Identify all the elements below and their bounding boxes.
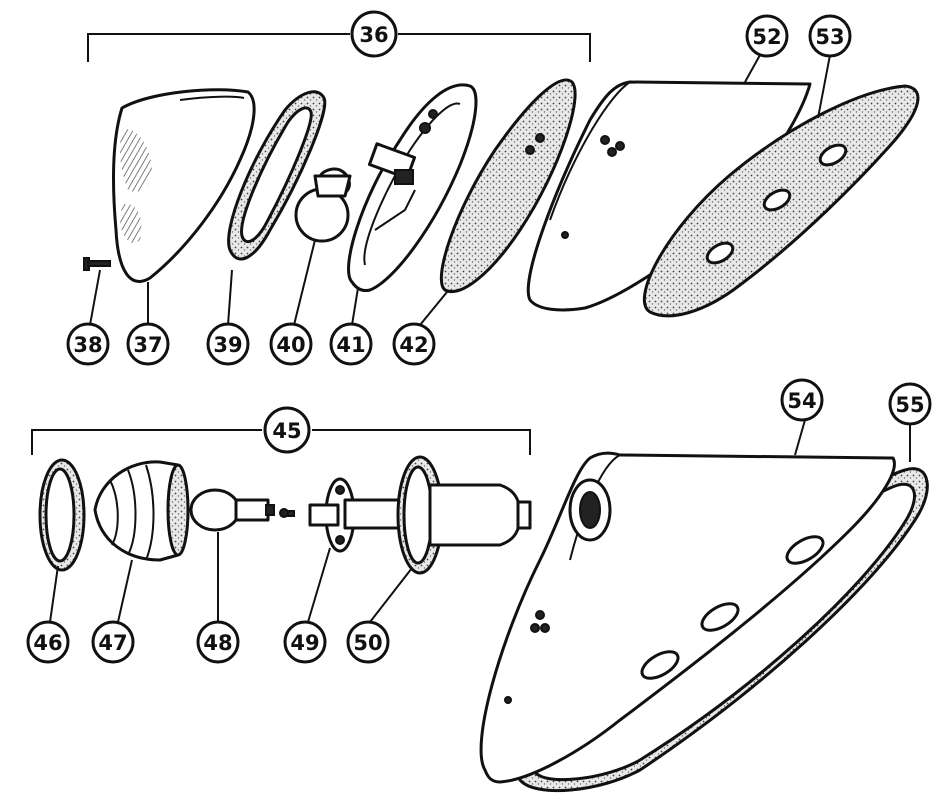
callout-label-54: 54	[787, 389, 816, 413]
callout-label-47: 47	[98, 631, 127, 655]
callout-label-42: 42	[399, 333, 428, 357]
callout-45: 45	[263, 406, 311, 454]
gasket-part-39	[227, 90, 327, 261]
callout-label-53: 53	[815, 25, 844, 49]
lamp-base-part-41	[347, 83, 478, 292]
callout-38: 38	[66, 322, 110, 366]
callout-55: 55	[888, 382, 932, 426]
callout-50: 50	[346, 620, 390, 664]
callout-label-36: 36	[359, 23, 388, 47]
housing-part-52	[526, 80, 812, 312]
plinth-part-54	[479, 451, 896, 784]
callout-label-39: 39	[213, 333, 242, 357]
bulb-part-40	[294, 167, 352, 243]
callout-54: 54	[780, 378, 824, 422]
ring-part-46	[38, 458, 86, 572]
holder-part-49	[279, 477, 356, 553]
back-gasket-part-42	[439, 78, 577, 293]
callout-label-41: 41	[336, 333, 365, 357]
lens-part-47	[93, 460, 190, 562]
callout-label-48: 48	[203, 631, 232, 655]
callout-label-52: 52	[752, 25, 781, 49]
callout-48: 48	[196, 620, 240, 664]
callout-37: 37	[126, 322, 170, 366]
socket-part-50	[343, 455, 532, 575]
plinth-gasket-part-53	[642, 84, 920, 318]
group-bracket-36	[87, 33, 591, 62]
callout-39: 39	[206, 322, 250, 366]
callout-47: 47	[91, 620, 135, 664]
callout-36: 36	[350, 10, 398, 58]
callout-label-37: 37	[133, 333, 162, 357]
callout-49: 49	[283, 620, 327, 664]
callout-40: 40	[269, 322, 313, 366]
callout-53: 53	[808, 14, 852, 58]
screw-part-38	[83, 257, 111, 271]
callout-41: 41	[329, 322, 373, 366]
lens-cover-part-37	[112, 88, 256, 283]
callout-52: 52	[745, 14, 789, 58]
bulb-part-48	[189, 488, 275, 532]
callout-label-49: 49	[290, 631, 319, 655]
callout-label-45: 45	[272, 419, 301, 443]
callout-label-40: 40	[276, 333, 305, 357]
callout-label-46: 46	[33, 631, 62, 655]
callout-label-50: 50	[353, 631, 382, 655]
callout-label-55: 55	[895, 393, 924, 417]
leader-lines	[49, 54, 911, 623]
callout-label-38: 38	[73, 333, 102, 357]
callout-46: 46	[26, 620, 70, 664]
group-bracket-45	[31, 429, 531, 455]
callout-42: 42	[392, 322, 436, 366]
